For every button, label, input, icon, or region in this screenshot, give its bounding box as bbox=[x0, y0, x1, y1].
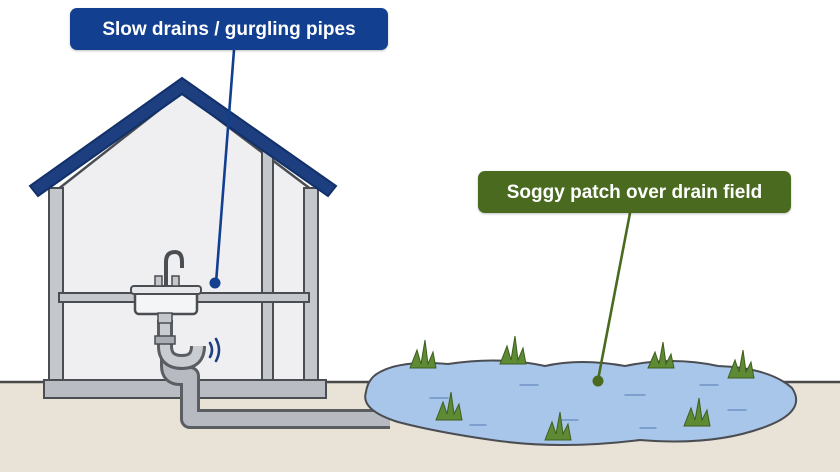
house-callout-leader bbox=[214, 49, 236, 284]
house bbox=[28, 76, 338, 399]
gurgle-sound-icon bbox=[208, 337, 221, 363]
drain-pipe bbox=[154, 320, 390, 429]
grass-tuft bbox=[727, 349, 755, 379]
yard-symptom-label: Soggy patch over drain field bbox=[506, 181, 763, 203]
faucet bbox=[164, 249, 184, 286]
house-callout-pointer-dot bbox=[209, 277, 221, 289]
sink bbox=[130, 249, 202, 324]
grass-tuft bbox=[435, 391, 463, 421]
right-wall-post bbox=[303, 187, 319, 386]
grass-tufts bbox=[409, 335, 755, 441]
house-symptom-label: Slow drains / gurgling pipes bbox=[102, 18, 356, 40]
interior-post bbox=[261, 149, 274, 383]
roof bbox=[28, 76, 338, 198]
yard-callout-leader bbox=[596, 212, 632, 381]
yard-callout-pointer-dot bbox=[592, 375, 604, 387]
grass-tuft bbox=[544, 411, 572, 441]
left-wall-post bbox=[48, 187, 64, 386]
grass-tuft bbox=[683, 397, 711, 427]
grass-tuft bbox=[647, 341, 675, 369]
grass-tuft bbox=[409, 339, 437, 369]
grass-tuft bbox=[499, 335, 527, 365]
house-symptom-callout: Slow drains / gurgling pipes bbox=[70, 8, 388, 50]
water-ripples bbox=[429, 384, 747, 429]
yard-symptom-callout: Soggy patch over drain field bbox=[478, 171, 791, 213]
